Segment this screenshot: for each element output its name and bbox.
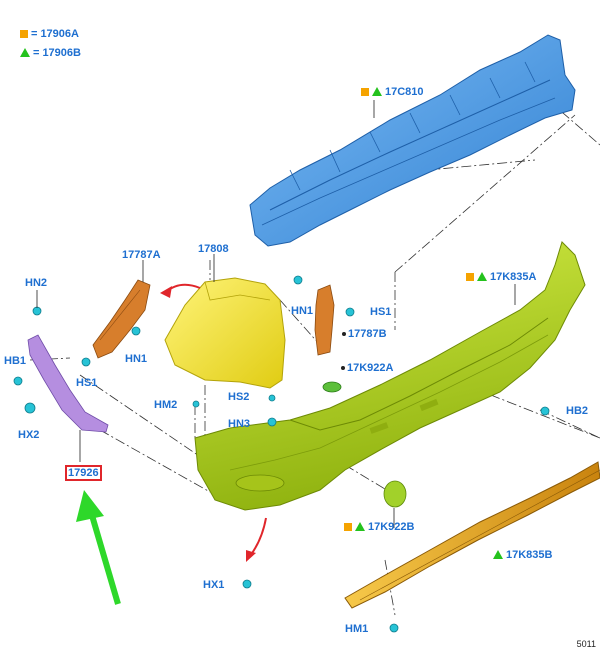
label-text: 17K835A — [490, 271, 537, 283]
clip-HS1-left — [81, 357, 91, 367]
label-HN3: HN3 — [228, 418, 251, 430]
clip-HX1 — [242, 579, 252, 589]
label-17808: 17808 — [198, 243, 229, 255]
green-triangle-marker-icon — [355, 522, 365, 531]
label-HS1-right: HS1 — [370, 306, 392, 318]
figure-number: 5011 — [576, 639, 596, 649]
orange-square-marker-icon — [344, 523, 352, 531]
label-HN2: HN2 — [25, 277, 48, 289]
label-text: 17C810 — [385, 86, 424, 98]
part-17787B — [314, 284, 335, 356]
orange-square-marker-icon — [466, 273, 474, 281]
label-17K922A: 17K922A — [341, 362, 393, 374]
clip-HB1 — [13, 376, 23, 386]
clip-HN2 — [32, 306, 42, 316]
label-17787A: 17787A — [122, 249, 161, 261]
label-HB1: HB1 — [4, 355, 27, 367]
legend-equals: = — [31, 28, 38, 40]
legend-label-orange: 17906A — [40, 28, 79, 40]
label-17K922B: 17K922B — [344, 521, 414, 533]
green-triangle-marker-icon — [477, 272, 487, 281]
label-HM1: HM1 — [345, 623, 369, 635]
callout-ticks — [36, 100, 516, 528]
red-arrowheads — [160, 286, 256, 562]
part-17787A — [92, 279, 151, 359]
legend-item-orange: =17906A — [20, 28, 79, 40]
clip-HM2 — [192, 400, 200, 408]
clip-HS2 — [268, 394, 276, 402]
label-17926: 17926 — [65, 465, 102, 481]
orange-square-marker-icon — [361, 88, 369, 96]
label-HN1-right: HN1 — [291, 305, 314, 317]
label-17K835A: 17K835A — [466, 271, 536, 283]
clip-HX2 — [24, 402, 36, 414]
green-triangle-marker-icon — [372, 87, 382, 96]
label-HS1-left: HS1 — [76, 377, 98, 389]
label-17C810: 17C810 — [361, 86, 424, 98]
part-17808 — [164, 277, 286, 389]
label-dot — [341, 366, 345, 371]
part-17926 — [27, 334, 109, 433]
label-text: 17K835B — [506, 549, 553, 561]
green-pointer-arrow-icon — [76, 490, 121, 605]
label-HM2: HM2 — [154, 399, 178, 411]
clips — [13, 275, 550, 633]
label-HB2: HB2 — [566, 405, 589, 417]
legend-label-green: 17906B — [42, 47, 81, 59]
clip-HM1 — [389, 623, 399, 633]
label-dot — [342, 332, 346, 337]
label-HX2: HX2 — [18, 429, 40, 441]
label-HN1-left: HN1 — [125, 353, 148, 365]
clip-HN3 — [267, 417, 277, 427]
part-17K922A — [322, 381, 342, 393]
green-triangle-marker-icon — [493, 550, 503, 559]
clip-HN1-left — [131, 326, 141, 336]
part-17K835B — [344, 461, 600, 609]
label-text: 17K922A — [347, 362, 394, 374]
green-triangle-marker-icon — [20, 48, 30, 57]
clip-HN1-right — [293, 275, 303, 285]
part-17K835A — [194, 241, 586, 511]
label-HX1: HX1 — [203, 579, 225, 591]
part-17K922B — [383, 480, 407, 508]
clip-HS1-right — [345, 307, 355, 317]
orange-square-marker-icon — [20, 30, 28, 38]
clip-HB2 — [540, 406, 550, 416]
legend-equals: = — [33, 47, 40, 59]
label-17K835B: 17K835B — [493, 549, 552, 561]
label-17787B: 17787B — [342, 328, 387, 340]
label-HS2: HS2 — [228, 391, 250, 403]
label-text: 17K922B — [368, 521, 415, 533]
legend-item-green: =17906B — [20, 47, 81, 59]
part-17C810 — [249, 34, 576, 247]
label-text: 17787B — [348, 328, 387, 340]
